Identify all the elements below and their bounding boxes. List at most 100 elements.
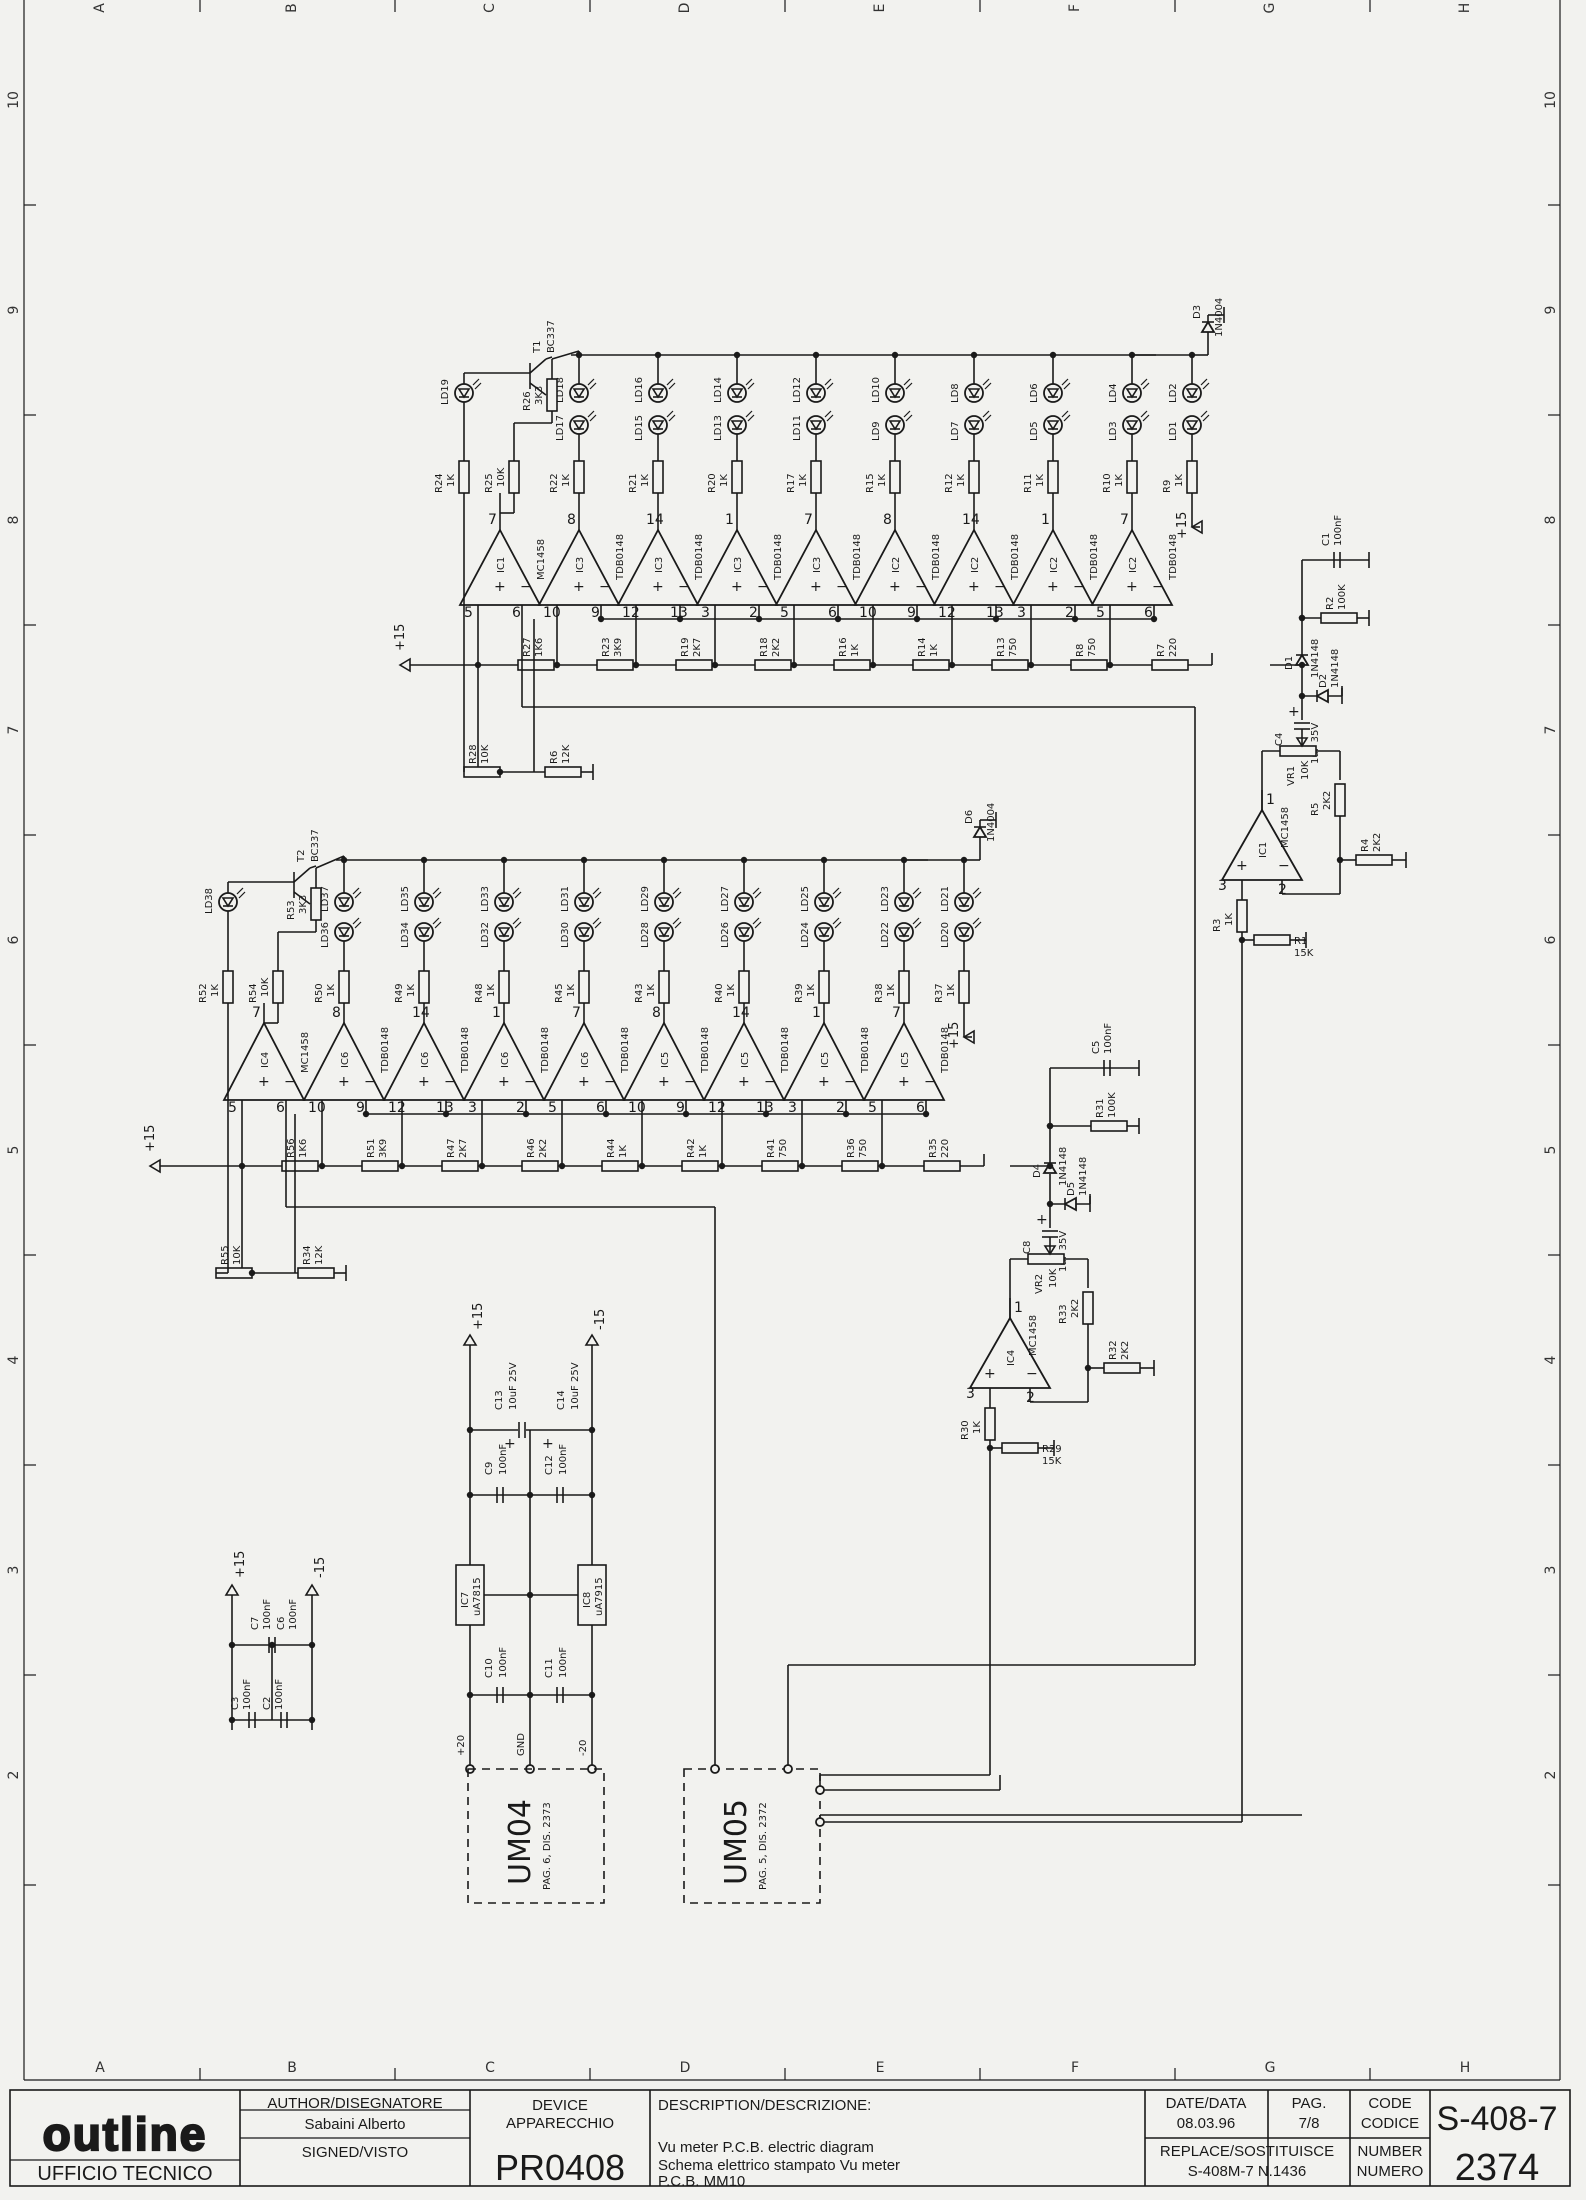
transistor-type: BC337 bbox=[310, 829, 321, 862]
opamp-plus: + bbox=[494, 579, 506, 595]
ladder-resistor bbox=[912, 659, 950, 671]
led-arrow bbox=[594, 921, 602, 929]
resistor-ref: R45 bbox=[554, 983, 565, 1003]
number-label: NUMBER bbox=[1357, 2143, 1422, 2160]
opamp bbox=[853, 528, 937, 606]
resistor-value: 750 bbox=[1008, 638, 1019, 657]
junction-dot bbox=[588, 1491, 596, 1499]
resistor-ref: R48 bbox=[474, 983, 485, 1003]
grid-col-letter: B bbox=[287, 2060, 297, 2076]
code-label: CODICE bbox=[1361, 2115, 1419, 2132]
resistor-ref: R37 bbox=[934, 983, 945, 1003]
pin-number: 1 bbox=[812, 1005, 821, 1021]
resistor-ref: R55 bbox=[220, 1245, 231, 1265]
opamp-plus: + bbox=[984, 1366, 996, 1382]
opamp-plus: + bbox=[573, 579, 585, 595]
resistor-value: 1K bbox=[806, 984, 817, 997]
resistor-value: 3K9 bbox=[378, 1139, 389, 1158]
input-resistor bbox=[984, 1407, 996, 1441]
led bbox=[806, 415, 826, 435]
pin-number: 12 bbox=[622, 605, 640, 621]
resistor-ref: R14 bbox=[917, 637, 928, 657]
opamp-ref: IC6 bbox=[340, 1052, 351, 1068]
opamp-minus: − bbox=[520, 579, 532, 595]
junction-dot bbox=[676, 615, 684, 623]
pin-number: 5 bbox=[1096, 605, 1105, 621]
grid-row-number: 7 bbox=[1543, 726, 1559, 735]
led-arrow bbox=[1202, 382, 1210, 390]
led-arrow bbox=[1142, 382, 1150, 390]
junction-dot bbox=[308, 1716, 316, 1724]
diode-value: 1N4148 bbox=[1078, 1157, 1089, 1196]
junction-dot bbox=[878, 1162, 886, 1170]
ladder-resistor bbox=[754, 659, 792, 671]
led bbox=[494, 922, 514, 942]
opamp bbox=[542, 1021, 626, 1101]
junction-dot bbox=[891, 351, 899, 359]
junction-dot bbox=[420, 856, 428, 864]
led bbox=[734, 922, 754, 942]
led-triangle bbox=[657, 897, 671, 908]
opamp bbox=[702, 1021, 786, 1101]
resistor-value: 1K bbox=[929, 644, 940, 657]
led-arrow bbox=[972, 887, 980, 895]
led-resistor bbox=[731, 460, 743, 494]
resistor-ref: R6 bbox=[549, 751, 560, 764]
led bbox=[734, 892, 754, 912]
diode-value: 1N4148 bbox=[1310, 639, 1321, 678]
junction-dot bbox=[526, 1491, 534, 1499]
rail-diode bbox=[972, 825, 988, 838]
led-arrow bbox=[1202, 414, 1210, 422]
led-triangle bbox=[737, 897, 751, 908]
led-resistor bbox=[222, 970, 234, 1004]
description-line: Vu meter P.C.B. electric diagram bbox=[658, 2139, 874, 2156]
led-ref: LD33 bbox=[480, 886, 491, 912]
capacitor-value: 100nF bbox=[498, 1647, 509, 1678]
junction-dot bbox=[478, 1162, 486, 1170]
junction-dot bbox=[740, 856, 748, 864]
led-arrow bbox=[752, 887, 760, 895]
capacitor-ref: C4 bbox=[1274, 733, 1285, 746]
led-arrow bbox=[1200, 378, 1208, 386]
resistor-ref: R33 bbox=[1058, 1304, 1069, 1324]
pin-number: 13 bbox=[756, 1100, 774, 1116]
junction-dot bbox=[660, 856, 668, 864]
led-ref: LD18 bbox=[555, 377, 566, 403]
resistor-value: 1K bbox=[956, 474, 967, 487]
pin-number: 2 bbox=[749, 605, 758, 621]
junction-dot bbox=[474, 661, 482, 669]
resistor-value: 2K7 bbox=[692, 638, 703, 657]
led-arrow bbox=[914, 921, 922, 929]
opamp-minus: − bbox=[1152, 579, 1164, 595]
capacitor-ref: C7 bbox=[250, 1617, 261, 1630]
led-ref: LD9 bbox=[871, 421, 882, 441]
opamp-plus: + bbox=[498, 1074, 510, 1090]
resistor-ref: R27 bbox=[522, 637, 533, 657]
opamp-plus: + bbox=[578, 1074, 590, 1090]
pin-number: 3 bbox=[1218, 878, 1227, 894]
supply-arrow bbox=[224, 1583, 240, 1596]
junction-dot bbox=[948, 661, 956, 669]
date-label: DATE/DATA bbox=[1166, 2095, 1247, 2112]
led-arrow bbox=[238, 891, 246, 899]
pin-number: 9 bbox=[907, 605, 916, 621]
junction-dot bbox=[526, 1591, 534, 1599]
pin-number: 8 bbox=[883, 512, 892, 528]
led-arrow bbox=[982, 378, 990, 386]
led-triangle bbox=[809, 420, 823, 431]
pin-number: 12 bbox=[938, 605, 956, 621]
date-value: 08.03.96 bbox=[1177, 2115, 1235, 2132]
pin-number: 6 bbox=[828, 605, 837, 621]
led-arrow bbox=[984, 414, 992, 422]
led-ref: LD7 bbox=[950, 421, 961, 441]
grid-row-number: 4 bbox=[6, 1355, 22, 1364]
opamp-type: MC1458 bbox=[1280, 807, 1291, 848]
resistor-value: 12K bbox=[561, 744, 572, 764]
pin-number: 10 bbox=[543, 605, 561, 621]
resistor-ref: R16 bbox=[838, 637, 849, 657]
transistor-resistor bbox=[310, 887, 322, 921]
opamp-minus: − bbox=[924, 1074, 936, 1090]
gain-resistor bbox=[1334, 783, 1346, 817]
